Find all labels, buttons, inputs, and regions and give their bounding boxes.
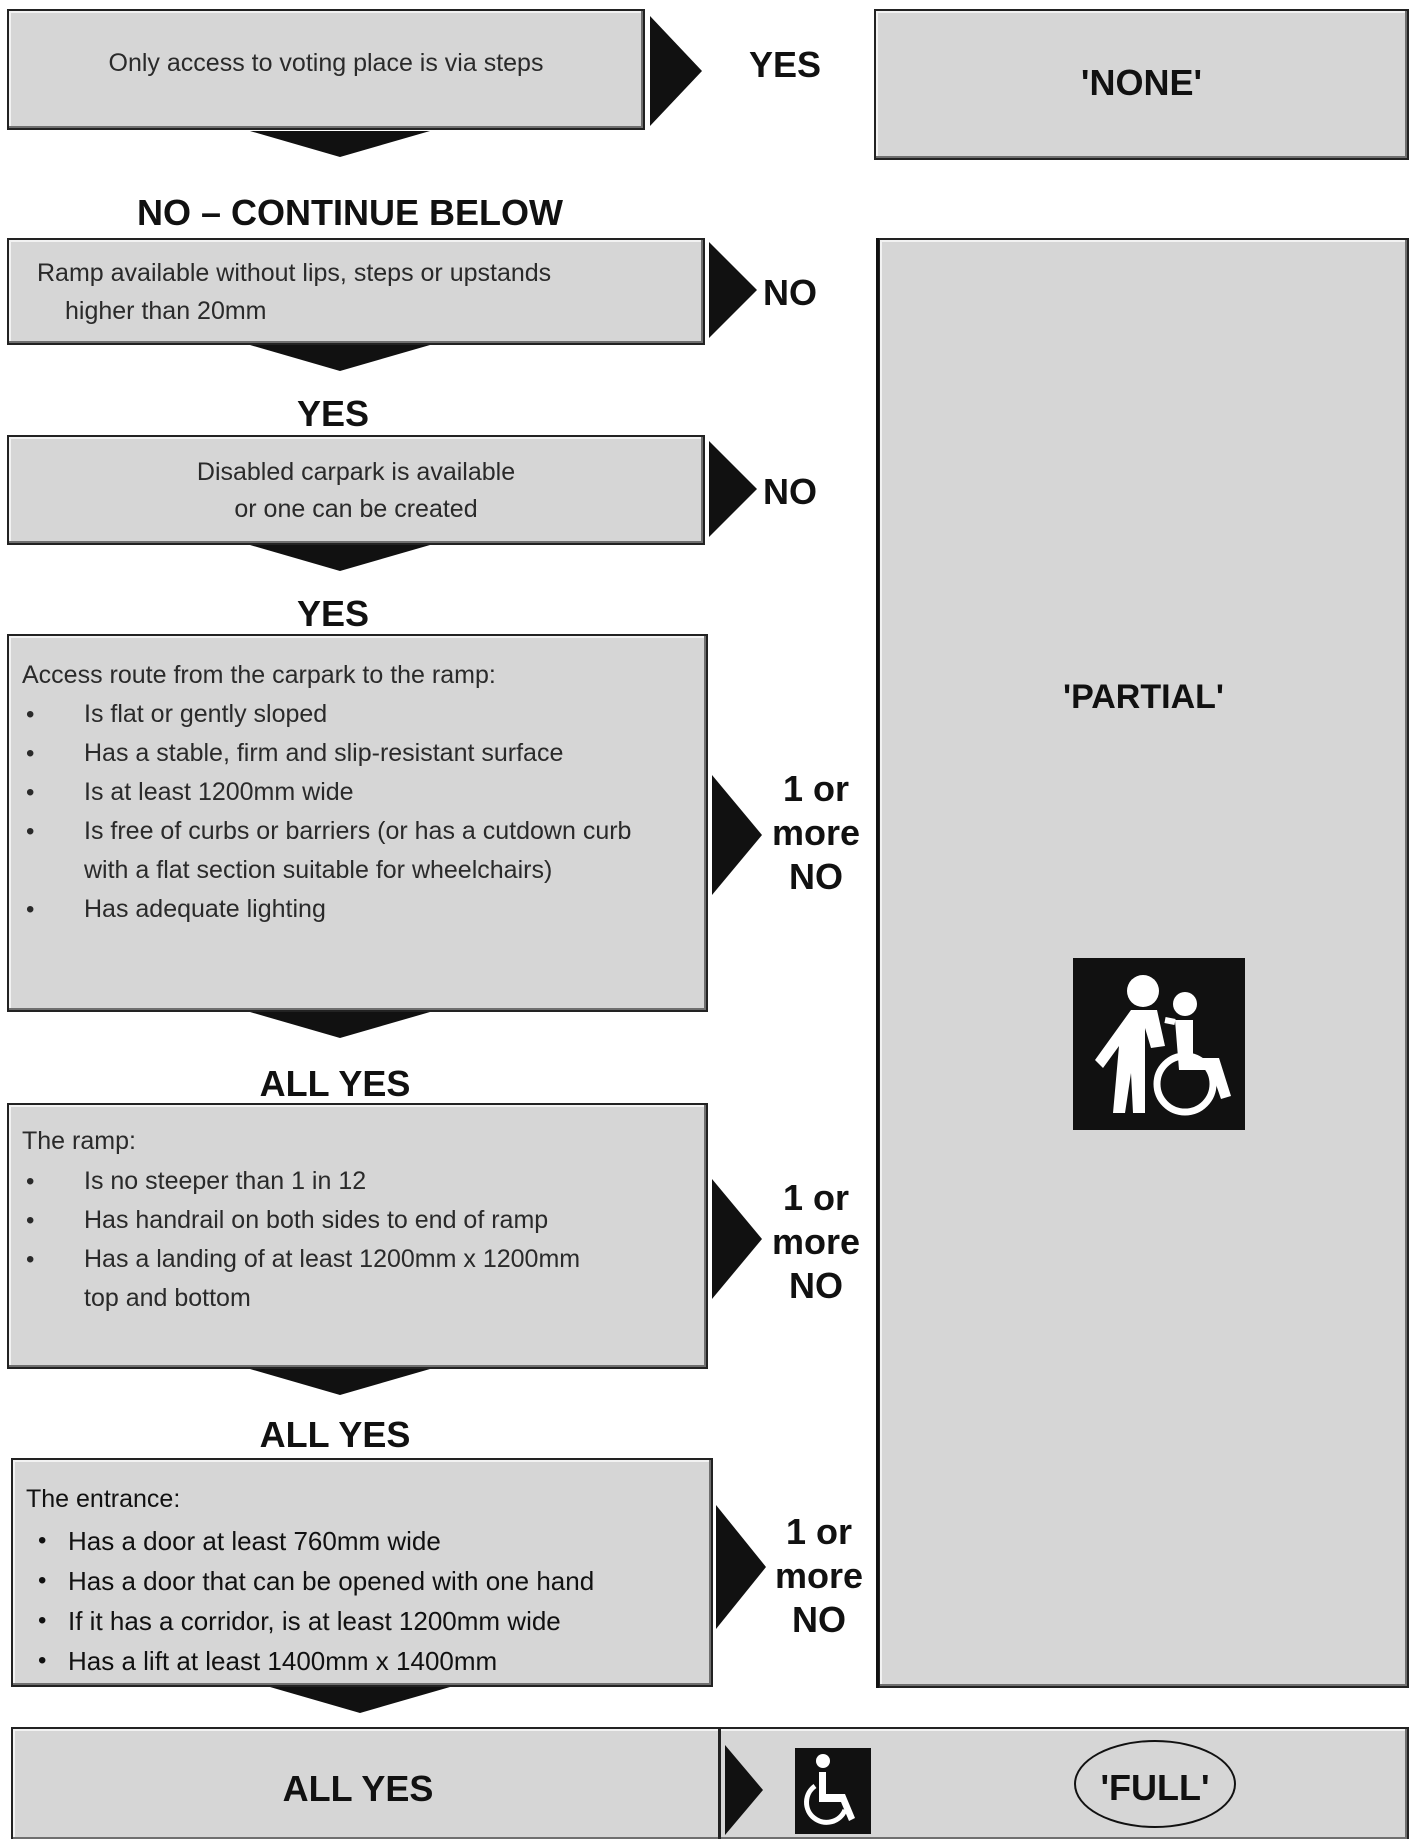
- steps-only-question-box: Only access to voting place is via steps: [7, 9, 645, 130]
- arrow-right-no-icon: [712, 1179, 762, 1299]
- branch-line: more: [771, 1221, 861, 1262]
- ramp-available-line2: higher than 20mm: [65, 297, 267, 325]
- one-or-more-no-step5: 1 or more NO: [755, 1176, 877, 1308]
- arrow-down-icon: [250, 131, 430, 157]
- entrance-item: Has a door at least 760mm wide: [26, 1521, 696, 1561]
- ramp-item: Has a landing of at least 1200mm x 1200m…: [22, 1240, 582, 1318]
- ramp-available-question-box: Ramp available without lips, steps or up…: [7, 238, 705, 345]
- ramp-available-line1: Ramp available without lips, steps or up…: [37, 259, 552, 287]
- branch-line: more: [774, 1555, 864, 1596]
- arrow-right-no-icon: [709, 441, 757, 537]
- wheelchair-icon: [795, 1748, 871, 1834]
- arrow-right-no-icon: [716, 1505, 766, 1629]
- full-result-circle: [1074, 1740, 1236, 1828]
- no-label-step3: NO: [763, 471, 817, 512]
- final-divider: [718, 1729, 721, 1839]
- yes-label-step3: YES: [296, 593, 370, 634]
- ramp-item: Has handrail on both sides to end of ram…: [22, 1201, 582, 1240]
- result-none-box: 'NONE': [874, 9, 1409, 160]
- arrow-right-no-icon: [709, 242, 757, 338]
- branch-line: more: [771, 812, 861, 853]
- arrow-right-full-icon: [725, 1745, 763, 1835]
- branch-line: NO: [789, 1265, 843, 1306]
- continue-label: NO – CONTINUE BELOW: [136, 192, 563, 233]
- disabled-carpark-line1: Disabled carpark is available: [196, 458, 516, 486]
- arrow-down-icon: [250, 1012, 430, 1038]
- ramp-item: Is no steeper than 1 in 12: [22, 1162, 582, 1201]
- arrow-down-icon: [270, 1687, 450, 1713]
- final-all-yes-label: ALL YES: [282, 1768, 434, 1809]
- arrow-right-no-icon: [712, 775, 762, 895]
- assisted-wheelchair-icon: [1073, 958, 1245, 1130]
- entrance-checklist-box: The entrance: Has a door at least 760mm …: [11, 1458, 713, 1687]
- branch-line: 1 or: [782, 768, 850, 809]
- steps-only-question-text: Only access to voting place is via steps: [108, 49, 544, 77]
- entrance-list: Has a door at least 760mm wide Has a doo…: [26, 1521, 696, 1681]
- result-full-label: 'FULL': [1100, 1767, 1210, 1808]
- disabled-carpark-line2: or one can be created: [234, 495, 478, 523]
- all-yes-label-step4: ALL YES: [259, 1063, 411, 1104]
- entrance-item: Has a lift at least 1400mm x 1400mm: [26, 1641, 696, 1681]
- entrance-intro: The entrance:: [26, 1485, 181, 1513]
- one-or-more-no-step4: 1 or more NO: [755, 767, 877, 899]
- access-route-item: Has a stable, firm and slip-resistant su…: [22, 734, 652, 773]
- access-route-item: Has adequate lighting: [22, 890, 652, 929]
- ramp-list: Is no steeper than 1 in 12 Has handrail …: [22, 1162, 582, 1318]
- entrance-item: Has a door that can be opened with one h…: [26, 1561, 696, 1601]
- ramp-checklist-box: The ramp: Is no steeper than 1 in 12 Has…: [7, 1103, 708, 1369]
- yes-label-none: YES: [748, 44, 822, 85]
- arrow-down-icon: [250, 545, 430, 571]
- yes-label-step2: YES: [296, 393, 370, 434]
- result-partial-box: 'PARTIAL': [878, 238, 1409, 1688]
- access-route-item: Is flat or gently sloped: [22, 695, 652, 734]
- access-route-list: Is flat or gently sloped Has a stable, f…: [22, 695, 652, 929]
- no-label-step2: NO: [763, 272, 817, 313]
- result-partial-label: 'PARTIAL': [1063, 678, 1224, 716]
- access-route-item: Is free of curbs or barriers (or has a c…: [22, 812, 652, 890]
- one-or-more-no-step6: 1 or more NO: [758, 1510, 880, 1642]
- disabled-carpark-question-box: Disabled carpark is available or one can…: [7, 435, 705, 545]
- entrance-item: If it has a corridor, is at least 1200mm…: [26, 1601, 696, 1641]
- result-none-label: 'NONE': [1080, 62, 1203, 103]
- arrow-right-yes-icon: [650, 16, 702, 126]
- ramp-intro: The ramp:: [22, 1127, 136, 1155]
- access-route-item: Is at least 1200mm wide: [22, 773, 652, 812]
- arrow-down-icon: [250, 345, 430, 371]
- all-yes-label-step5: ALL YES: [259, 1414, 411, 1455]
- branch-line: NO: [792, 1599, 846, 1640]
- branch-line: NO: [789, 856, 843, 897]
- arrow-down-icon: [250, 1369, 430, 1395]
- access-route-intro: Access route from the carpark to the ram…: [22, 661, 496, 689]
- branch-line: 1 or: [782, 1177, 850, 1218]
- branch-line: 1 or: [785, 1511, 853, 1552]
- column-divider: [876, 238, 879, 1688]
- access-route-checklist-box: Access route from the carpark to the ram…: [7, 634, 708, 1012]
